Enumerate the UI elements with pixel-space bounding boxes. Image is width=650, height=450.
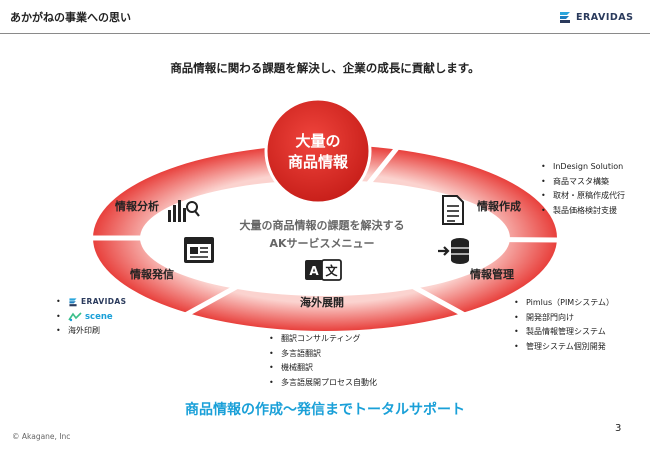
logo-text: ERAVIDAS xyxy=(576,11,634,23)
center-circle-line1: 大量の xyxy=(295,132,340,150)
segment-label-analysis: 情報分析 xyxy=(115,199,159,213)
ring-inner xyxy=(142,182,508,294)
segment-label-creation: 情報作成 xyxy=(477,199,521,213)
list-item: scene xyxy=(56,310,126,325)
list-item: 多言語翻訳 xyxy=(269,347,377,362)
database-import-icon xyxy=(438,238,469,264)
list-item: 翻訳コンサルティング xyxy=(269,332,377,347)
list-item: 開発部門向け xyxy=(514,311,614,326)
list-item: 管理システム個別開発 xyxy=(514,340,614,355)
overseas-bullets: 翻訳コンサルティング 多言語翻訳 機械翻訳 多言語展開プロセス自動化 xyxy=(269,332,377,390)
company-logo: ERAVIDAS xyxy=(558,10,633,24)
scene-logo-icon xyxy=(68,312,82,321)
tagline: 商品情報の作成～発信までトータルサポート xyxy=(185,402,465,418)
list-item: 製品価格検討支援 xyxy=(541,204,625,219)
eravidas-mini-logo: ERAVIDAS xyxy=(68,295,126,310)
segment-label-management: 情報管理 xyxy=(470,267,514,281)
management-bullets: Pimlus（PIMシステム） 開発部門向け 製品情報管理システム 管理システム… xyxy=(514,296,614,354)
eravidas-logo-icon xyxy=(69,298,77,307)
scene-logo: scene xyxy=(68,310,113,325)
list-item: ERAVIDAS xyxy=(56,295,126,310)
center-caption-line2: AKサービスメニュー xyxy=(269,236,374,250)
list-item: 製品情報管理システム xyxy=(514,325,614,340)
page-title: あかがねの事業への思い xyxy=(10,11,131,24)
list-item: 機械翻訳 xyxy=(269,361,377,376)
analytics-chart-icon xyxy=(168,200,200,222)
svg-text:文: 文 xyxy=(325,263,338,278)
page-number: 3 xyxy=(615,423,622,434)
center-caption-line1: 大量の商品情報の課題を解決する xyxy=(240,218,405,232)
list-item: 多言語展開プロセス自動化 xyxy=(269,376,377,391)
copyright: © Akagane, Inc xyxy=(12,432,71,441)
browser-window-icon xyxy=(184,237,214,263)
center-circle xyxy=(264,97,372,205)
segment-label-distribution: 情報発信 xyxy=(130,267,174,281)
segment-label-overseas: 海外展開 xyxy=(300,295,344,309)
list-item: InDesign Solution xyxy=(541,160,625,175)
scene-logo-text: scene xyxy=(85,311,113,322)
document-edit-icon xyxy=(442,195,464,225)
creation-bullets: InDesign Solution 商品マスタ構築 取材・原稿作成代行 製品価格… xyxy=(541,160,625,218)
translate-icon: A 文 xyxy=(305,259,342,281)
list-item: 海外印刷 xyxy=(56,324,126,339)
center-circle-line2: 商品情報 xyxy=(288,153,349,171)
eravidas-logo-icon xyxy=(560,12,570,23)
eravidas-mini-text: ERAVIDAS xyxy=(81,297,127,306)
distribution-bullets: ERAVIDAS scene 海外印刷 xyxy=(56,295,126,339)
list-item: 商品マスタ構築 xyxy=(541,175,625,190)
list-item: 取材・原稿作成代行 xyxy=(541,189,625,204)
svg-text:A: A xyxy=(309,264,319,278)
header-divider xyxy=(0,33,650,34)
headline: 商品情報に関わる課題を解決し、企業の成長に貢献します。 xyxy=(170,61,480,75)
list-item: Pimlus（PIMシステム） xyxy=(514,296,614,311)
